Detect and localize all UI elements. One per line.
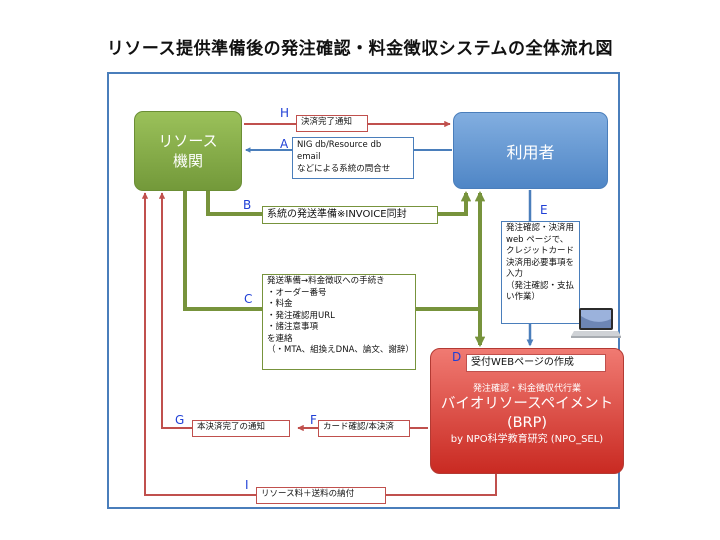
resource-institution-node: リソース 機関: [134, 111, 242, 191]
letter-e: E: [540, 203, 548, 217]
letter-d: D: [452, 350, 462, 364]
brp-subtitle: 発注確認・料金徴収代行業: [472, 384, 581, 394]
laptop-icon: [571, 308, 621, 338]
brp-webpage-label: 受付WEBページの作成: [466, 354, 606, 372]
arrow-g: [158, 192, 192, 429]
step-h-label: 決済完了通知: [296, 115, 368, 132]
step-e-label: 発注確認・決済用web ページで、クレジットカード決済用必要事項を入力 （発注確…: [501, 221, 580, 324]
step-g-label: 本決済完了の通知: [192, 420, 290, 437]
letter-f: F: [310, 413, 317, 427]
letter-b: B: [243, 198, 252, 212]
brp-by: by NPO科学教育研究 (NPO_SEL): [450, 434, 604, 445]
step-i-label: リソース料＋送料の納付: [256, 487, 386, 504]
diagram-frame: [107, 72, 620, 509]
step-c-label: 発送準備→料金徴収への手続き ・オーダー番号 ・料金 ・発注確認用URL ・諸注…: [262, 274, 416, 370]
letter-h: H: [280, 106, 290, 120]
step-a-label: NIG db/Resource db email などによる系統の問合せ: [292, 137, 414, 179]
letter-a: A: [280, 137, 289, 151]
brp-abbr: (BRP): [506, 415, 548, 431]
page-title: リソース提供準備後の発注確認・料金徴収システムの全体流れ図: [106, 39, 614, 59]
letter-c: C: [244, 292, 253, 306]
step-b-label: 系統の発送準備※INVOICE同封: [262, 206, 438, 224]
step-f-label: カード確認/本決済: [318, 420, 410, 437]
letter-i: I: [245, 478, 249, 492]
letter-g: G: [175, 413, 185, 427]
user-node: 利用者: [453, 112, 608, 189]
brp-name: バイオリソースペイメント: [440, 396, 614, 412]
